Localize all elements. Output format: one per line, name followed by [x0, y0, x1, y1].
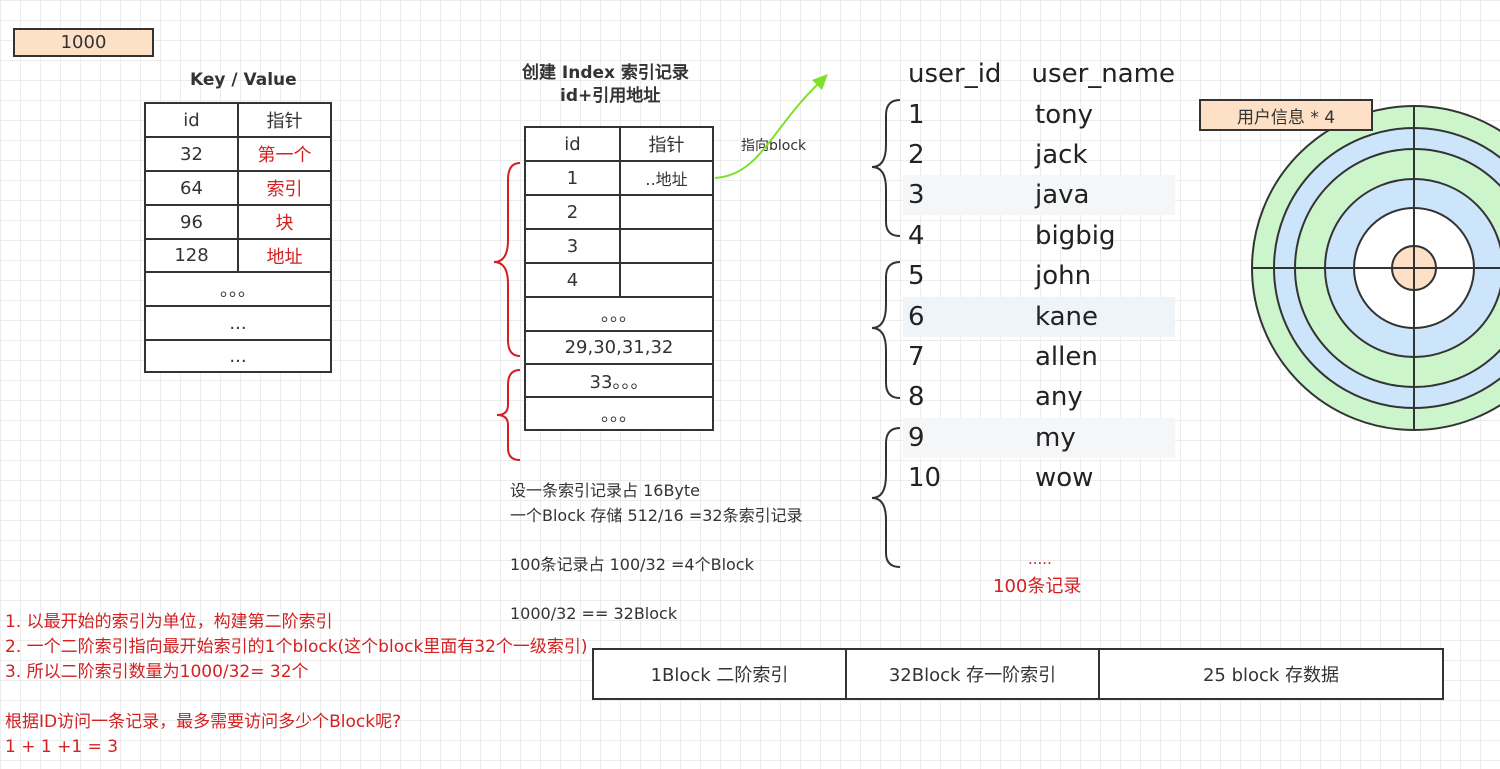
- user-id: 1: [908, 100, 925, 130]
- note-line: [5, 685, 588, 710]
- red-brace-upper: [493, 162, 521, 357]
- user-footer: 100条记录: [993, 576, 1082, 597]
- index-title-2: id+引用地址: [560, 86, 661, 106]
- user-row: 4 bigbig: [903, 216, 1175, 256]
- user-name: java: [1035, 180, 1090, 210]
- user-table-header: user_id user_name: [903, 54, 1175, 94]
- user-id: 2: [908, 140, 925, 170]
- user-id: 8: [908, 382, 925, 412]
- kv-extra-row: ...: [144, 305, 332, 341]
- index-cell: [619, 262, 714, 298]
- green-arrow: [714, 81, 821, 179]
- index-cell: 3: [524, 228, 621, 264]
- black-brace-1: [871, 99, 901, 237]
- index-header-pointer: 指针: [619, 126, 714, 162]
- block-data: 25 block 存数据: [1098, 648, 1444, 700]
- user-name: any: [1035, 382, 1083, 412]
- calc-line: 100条记录占 100/32 =4个Block: [510, 554, 754, 574]
- user-name: kane: [1035, 302, 1099, 332]
- user-name: wow: [1035, 463, 1094, 493]
- note-line: 1. 以最开始的索引为单位，构建第二阶索引: [5, 612, 333, 632]
- index-cell: 2: [524, 194, 621, 230]
- user-row: 6 kane: [903, 297, 1175, 337]
- user-name: bigbig: [1035, 221, 1116, 251]
- calc-line: 设一条索引记录占 16Byte: [510, 481, 701, 500]
- user-ellipsis: .....: [1028, 550, 1052, 568]
- user-name: allen: [1035, 342, 1098, 372]
- user-row: 1 tony: [903, 95, 1175, 135]
- user-id: 3: [908, 180, 925, 210]
- kv-table-title: Key / Value: [190, 70, 297, 90]
- block-first-level-index: 32Block 存一阶索引: [845, 648, 1100, 700]
- user-row: 10 wow: [903, 458, 1175, 498]
- count-box: 1000: [13, 28, 154, 57]
- user-id: 6: [908, 302, 925, 332]
- red-notes: 1. 以最开始的索引为单位，构建第二阶索引 2. 一个二阶索引指向最开始索引的1…: [5, 610, 588, 760]
- user-id: 9: [908, 423, 925, 453]
- user-id: 10: [908, 463, 942, 493]
- block-second-level-index: 1Block 二阶索引: [592, 648, 847, 700]
- index-extra-row: 。。。: [524, 396, 714, 431]
- green-arrowhead: [812, 74, 828, 90]
- arrow-label: 指向block: [741, 138, 807, 154]
- kv-cell: 64: [144, 170, 239, 206]
- note-line: 根据ID访问一条记录，最多需要访问多少个Block呢?: [5, 712, 402, 732]
- user-id: 7: [908, 342, 925, 372]
- index-title-1: 创建 Index 索引记录: [522, 63, 689, 83]
- user-row: 8 any: [903, 377, 1175, 417]
- user-row: 5 john: [903, 256, 1175, 296]
- user-id: 5: [908, 261, 925, 291]
- user-name: jack: [1035, 140, 1088, 170]
- kv-extra-row: ...: [144, 339, 332, 373]
- calc-line: 一个Block 存储 512/16 =32条索引记录: [510, 505, 803, 525]
- index-cell: 4: [524, 262, 621, 298]
- user-row: 2 jack: [903, 135, 1175, 175]
- user-name: john: [1035, 261, 1092, 291]
- note-line: 2. 一个二阶索引指向最开始索引的1个block(这个block里面有32个一级…: [5, 637, 588, 657]
- user-name: my: [1035, 423, 1076, 453]
- user-row: 9 my: [903, 418, 1175, 458]
- disk-icon: [1251, 105, 1500, 431]
- black-brace-2: [871, 261, 901, 399]
- note-line: 3. 所以二阶索引数量为1000/32= 32个: [5, 662, 309, 682]
- user-id: 4: [908, 221, 925, 251]
- header-user-name: user_name: [1031, 59, 1175, 89]
- user-info-label: 用户信息 * 4: [1199, 99, 1373, 131]
- calc-notes: 设一条索引记录占 16Byte 一个Block 存储 512/16 =32条索引…: [510, 479, 803, 626]
- user-row: 7 allen: [903, 337, 1175, 377]
- note-line: 1 + 1 +1 = 3: [5, 737, 119, 757]
- header-user-id: user_id: [908, 59, 1002, 89]
- calc-line: 1000/32 == 32Block: [510, 603, 678, 623]
- user-row: 3 java: [903, 175, 1175, 215]
- black-brace-3: [871, 427, 901, 568]
- kv-cell: 索引: [237, 170, 332, 206]
- user-name: tony: [1035, 100, 1093, 130]
- red-brace-lower: [496, 369, 521, 461]
